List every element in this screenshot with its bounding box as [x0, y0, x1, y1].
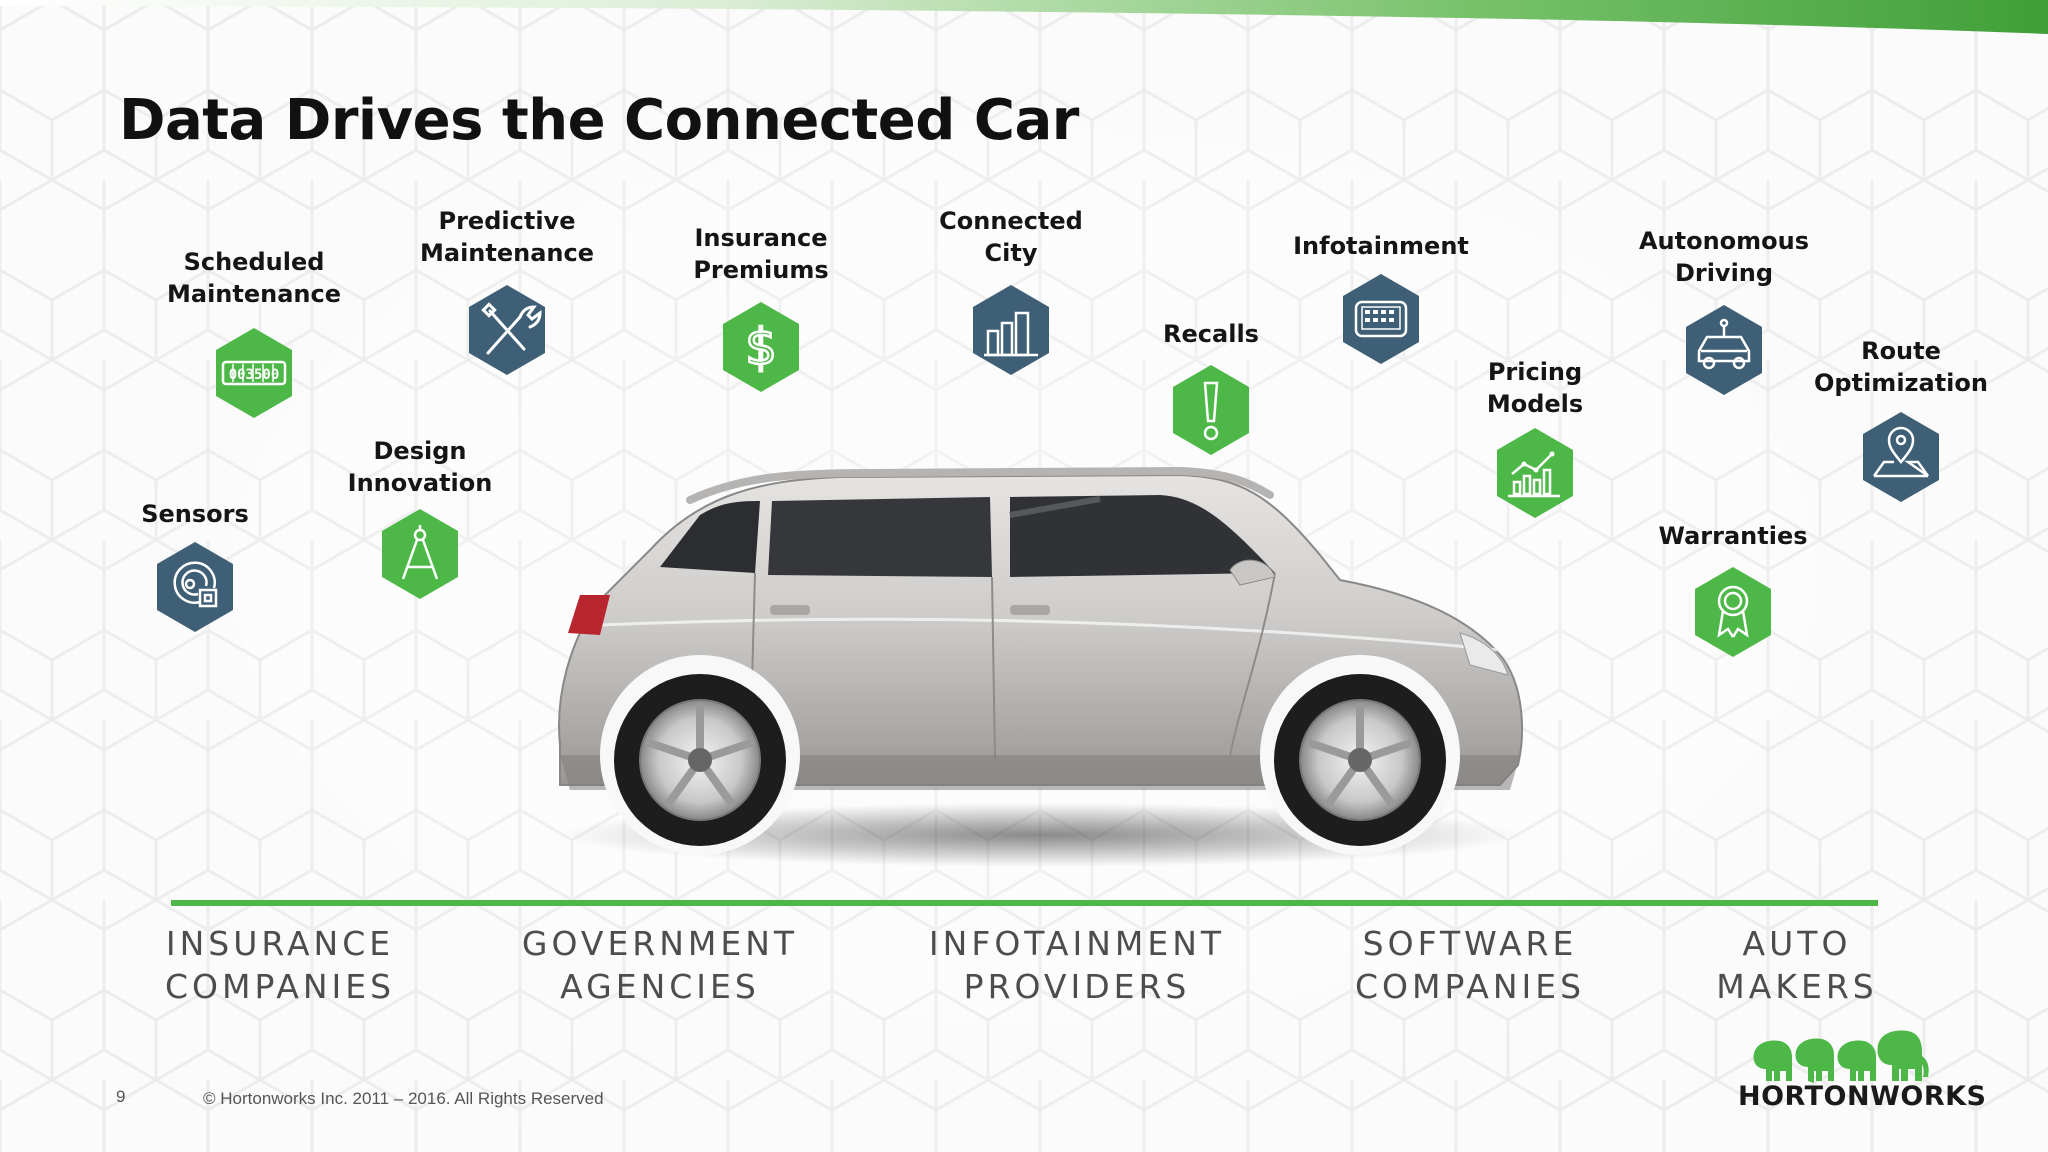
hortonworks-logo: HORTONWORKS	[1738, 1025, 1987, 1125]
dashboard-screen-icon	[1340, 272, 1422, 366]
svg-text:003500: 003500	[229, 367, 280, 383]
odometer-icon: 003500	[213, 326, 295, 420]
logo-wordmark: HORTONWORKS	[1738, 1081, 1987, 1112]
svg-text:$: $	[745, 318, 777, 376]
feature-sensors: Sensors	[141, 498, 249, 648]
page-number: 9	[116, 1087, 126, 1106]
feature-infotainment: Infotainment	[1293, 230, 1469, 380]
exclamation-icon	[1170, 363, 1252, 457]
elephant-herd-icon	[1753, 1030, 1929, 1083]
wrench-screwdriver-icon	[466, 283, 548, 377]
top-gradient-bar	[0, 0, 2048, 34]
copyright-text: © Hortonworks Inc. 2011 – 2016. All Righ…	[203, 1089, 604, 1108]
feature-warranties: Warranties	[1658, 520, 1808, 670]
slide-title: Data Drives the Connected Car	[119, 88, 1079, 153]
map-pin-icon	[1860, 410, 1942, 504]
green-divider-line	[171, 900, 1878, 906]
feature-recalls: Recalls	[1163, 318, 1259, 468]
dollar-icon: $	[720, 300, 802, 394]
award-ribbon-icon	[1692, 565, 1774, 659]
city-buildings-icon	[970, 283, 1052, 377]
growth-chart-icon	[1494, 426, 1576, 520]
robot-car-icon	[1683, 303, 1765, 397]
sensor-icon	[154, 540, 236, 634]
car-image	[558, 466, 1523, 867]
compass-icon	[379, 507, 461, 601]
